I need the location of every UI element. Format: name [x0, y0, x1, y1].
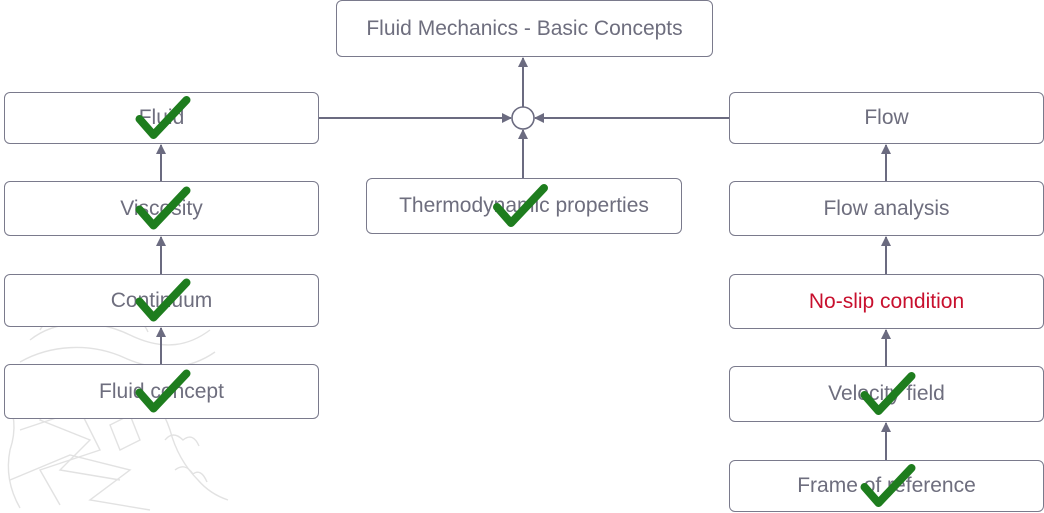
node-label: Continuum [110, 288, 213, 312]
node-flow-analysis[interactable]: Flow analysis [729, 181, 1044, 236]
node-thermodynamic-properties[interactable]: Thermodynamic properties [366, 178, 682, 234]
node-label: Viscosity [120, 196, 203, 220]
node-fluid[interactable]: Fluid [4, 92, 319, 144]
node-label: No-slip condition [808, 289, 965, 313]
node-no-slip-condition[interactable]: No-slip condition [729, 274, 1044, 329]
node-viscosity[interactable]: Viscosity [4, 181, 319, 236]
node-label: Fluid concept [99, 379, 224, 403]
node-fluid-concept[interactable]: Fluid concept [4, 364, 319, 419]
node-fluid-mechanics-basic-concepts[interactable]: Fluid Mechanics - Basic Concepts [336, 0, 713, 57]
node-label: Flow [864, 106, 909, 129]
node-label: Velocity field [828, 382, 945, 405]
node-continuum[interactable]: Continuum [4, 274, 319, 327]
junction-node [511, 106, 535, 130]
node-velocity-field[interactable]: Velocity field [729, 366, 1044, 422]
node-label: Thermodynamic properties [399, 194, 649, 217]
node-label: Fluid Mechanics - Basic Concepts [366, 16, 683, 40]
node-label: Frame of reference [797, 474, 976, 497]
node-label: Flow analysis [823, 196, 950, 220]
node-frame-of-reference[interactable]: Frame of reference [729, 460, 1044, 512]
node-label: Fluid [138, 106, 185, 129]
node-flow[interactable]: Flow [729, 92, 1044, 144]
